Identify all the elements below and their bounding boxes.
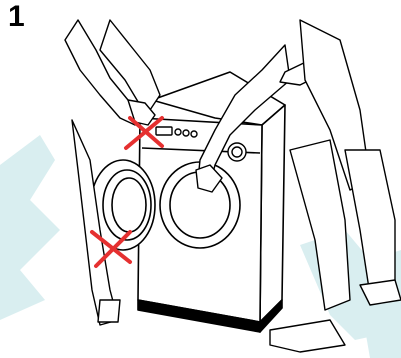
instruction-illustration: 1 — [0, 0, 401, 358]
installation-drawing — [0, 0, 401, 358]
